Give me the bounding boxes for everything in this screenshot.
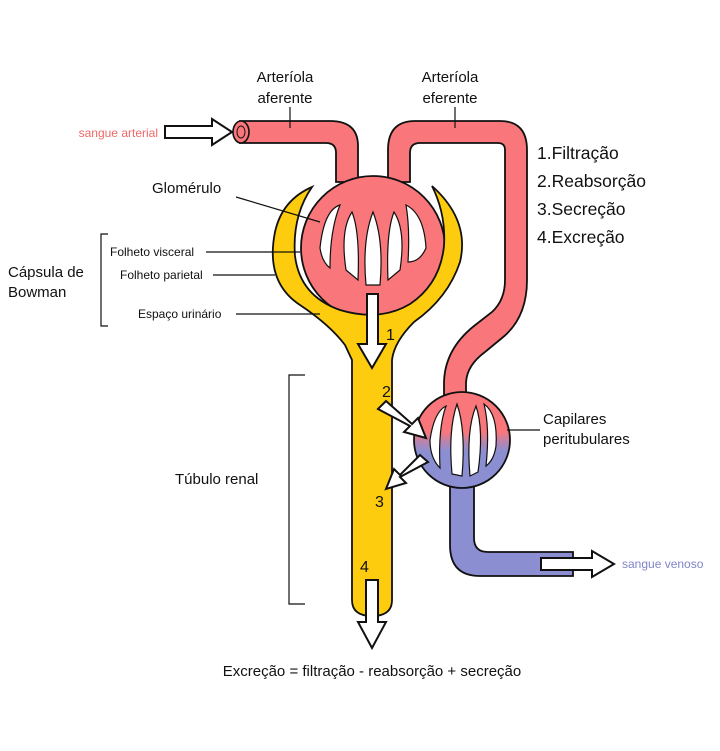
excretion-arrow — [356, 579, 388, 651]
label-sangue-venoso: sangue venoso — [622, 557, 704, 571]
bowman-capsule-and-tubule — [271, 184, 463, 617]
label-arteriola-aferente-2: aferente — [257, 90, 312, 107]
steps-legend: 1.Filtração 2.Reabsorção 3.Secreção 4.Ex… — [537, 143, 646, 247]
label-capsula-bowman-1: Cápsula de — [8, 264, 84, 281]
label-capilares-1: Capilares — [543, 411, 606, 428]
arterial-inflow-arrow — [164, 117, 234, 147]
peritubular-capillaries — [413, 391, 511, 489]
step-3: 3.Secreção — [537, 199, 626, 219]
label-tubulo-renal: Túbulo renal — [175, 471, 258, 488]
label-glomerulo: Glomérulo — [152, 180, 221, 197]
arrow-number-2: 2 — [382, 384, 391, 401]
label-arteriola-aferente-1: Arteríola — [257, 69, 314, 86]
label-capsula-bowman-2: Bowman — [8, 284, 66, 301]
label-espaco-urinario: Espaço urinário — [138, 307, 222, 321]
tubule-bracket — [288, 374, 305, 605]
arrow-number-3: 3 — [375, 494, 384, 511]
label-arteriola-eferente-2: eferente — [422, 90, 477, 107]
venous-outflow-arrow — [540, 549, 616, 579]
secretion-arrow — [384, 453, 430, 491]
arrow-number-1: 1 — [386, 327, 395, 344]
label-folheto-parietal: Folheto parietal — [120, 268, 203, 282]
glomerulus — [300, 175, 446, 321]
step-2: 2.Reabsorção — [537, 171, 646, 191]
bowman-bracket — [100, 233, 108, 327]
step-4: 4.Excreção — [537, 227, 625, 247]
label-arteriola-eferente-1: Arteríola — [422, 69, 479, 86]
step-1: 1.Filtração — [537, 143, 619, 163]
afferent-inlet — [232, 120, 250, 144]
arrow-number-4: 4 — [360, 559, 369, 576]
equation: Excreção = filtração - reabsorção + secr… — [223, 663, 521, 680]
label-folheto-visceral: Folheto visceral — [110, 245, 194, 259]
label-sangue-arterial: sangue arterial — [79, 126, 158, 140]
reabsorption-arrow — [376, 399, 428, 440]
filtration-arrow — [356, 293, 388, 370]
label-capilares-2: peritubulares — [543, 431, 630, 448]
